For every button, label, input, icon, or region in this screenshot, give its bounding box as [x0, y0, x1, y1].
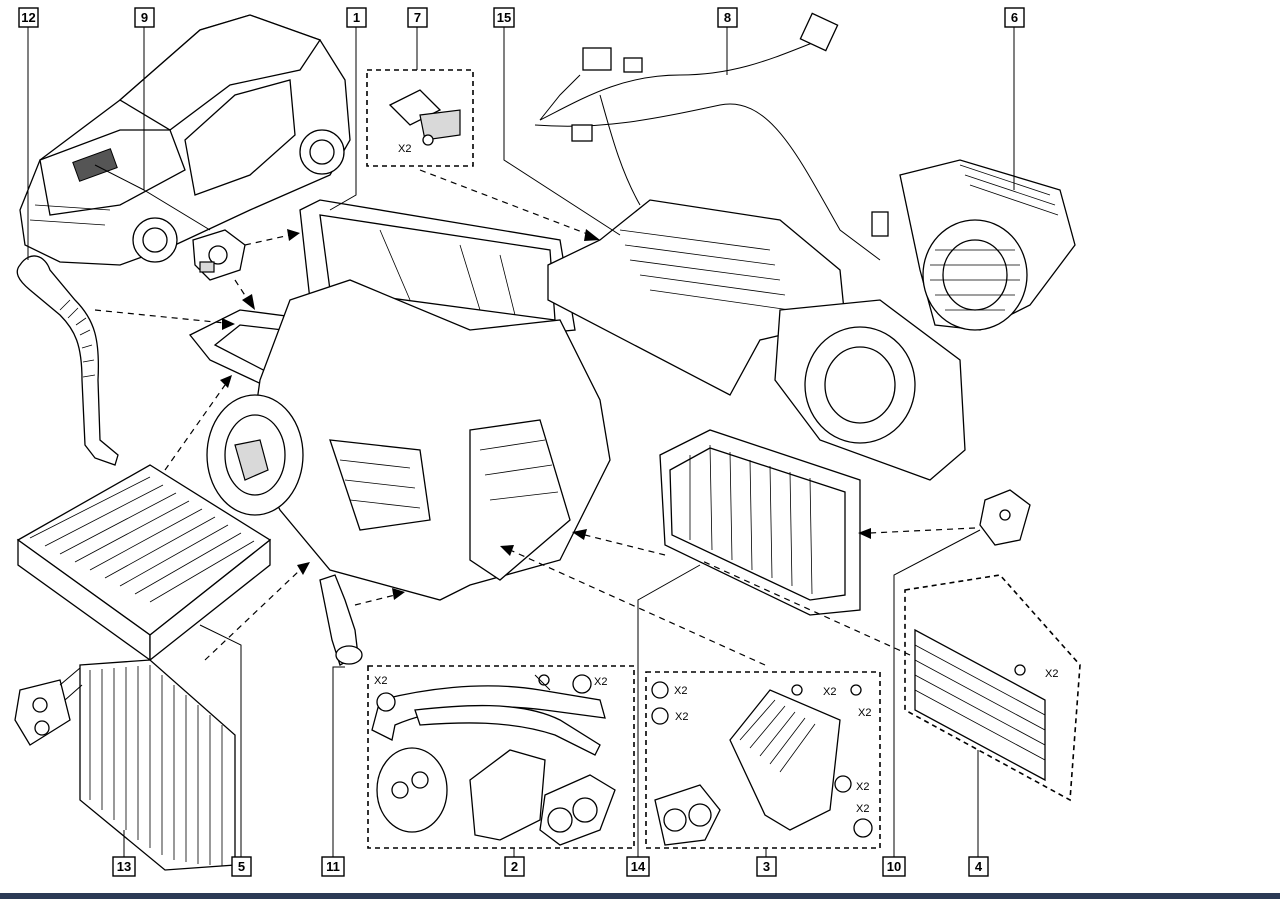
- drain-hose-12: [16, 255, 119, 466]
- callout-label-15: 15: [497, 10, 511, 25]
- qty-label-3a: X2: [674, 685, 687, 697]
- drain-hose-11: [319, 574, 363, 666]
- heater-element-4: X2: [904, 574, 1081, 802]
- blower-resistor-7: X2: [366, 69, 474, 167]
- qty-label-3f: X2: [856, 803, 869, 815]
- qty-label-2a: X2: [374, 675, 387, 687]
- heater-housing-1: [188, 199, 611, 601]
- callout-10: 10: [882, 856, 906, 877]
- callout-1: 1: [346, 7, 367, 28]
- callout-15: 15: [493, 7, 515, 28]
- callout-label-12: 12: [21, 10, 35, 25]
- assembly-arrows: [94, 169, 976, 666]
- qty-label-7: X2: [398, 143, 411, 155]
- actuator-motor-9: [192, 229, 246, 281]
- callout-label-10: 10: [887, 859, 901, 874]
- qty-label-3d: X2: [858, 707, 871, 719]
- callout-7: 7: [407, 7, 428, 28]
- callout-label-3: 3: [763, 859, 770, 874]
- callout-label-7: 7: [414, 10, 421, 25]
- qty-label-3b: X2: [675, 711, 688, 723]
- pollen-filter-5: [16, 464, 272, 662]
- pipe-kit-2: X2 X2: [367, 665, 635, 849]
- filter-housing-14: [659, 429, 861, 616]
- callout-11: 11: [321, 856, 345, 877]
- callout-14: 14: [626, 856, 650, 877]
- callout-3: 3: [756, 856, 777, 877]
- callout-2: 2: [504, 856, 525, 877]
- callout-4: 4: [968, 856, 989, 877]
- callout-5: 5: [231, 856, 252, 877]
- qty-label-4: X2: [1045, 668, 1058, 680]
- wiring-harness-8: [534, 12, 889, 261]
- callout-label-5: 5: [238, 859, 245, 874]
- callout-12: 12: [18, 7, 39, 28]
- evaporator-13: [14, 659, 236, 871]
- bottom-bar: [0, 893, 1280, 899]
- sensor-10: [979, 489, 1031, 546]
- callout-6: 6: [1004, 7, 1025, 28]
- callout-label-14: 14: [631, 859, 646, 874]
- callout-8: 8: [717, 7, 738, 28]
- callout-label-6: 6: [1011, 10, 1018, 25]
- callout-label-11: 11: [326, 859, 340, 874]
- qty-label-3c: X2: [823, 686, 836, 698]
- qty-label-2b: X2: [594, 676, 607, 688]
- callout-label-9: 9: [141, 10, 148, 25]
- leader-lines: [27, 27, 1015, 857]
- callout-label-13: 13: [117, 859, 131, 874]
- callout-label-1: 1: [353, 10, 360, 25]
- qty-label-3e: X2: [856, 781, 869, 793]
- blower-motor-6: [899, 159, 1076, 331]
- callout-label-4: 4: [975, 859, 983, 874]
- callout-label-2: 2: [511, 859, 518, 874]
- vehicle-illustration: [19, 14, 351, 266]
- heater-matrix-kit-3: X2 X2 X2 X2 X2 X2: [645, 671, 881, 849]
- callout-13: 13: [112, 856, 136, 877]
- callout-9: 9: [134, 7, 155, 28]
- callout-label-8: 8: [724, 10, 731, 25]
- distribution-housing-15: [547, 199, 966, 481]
